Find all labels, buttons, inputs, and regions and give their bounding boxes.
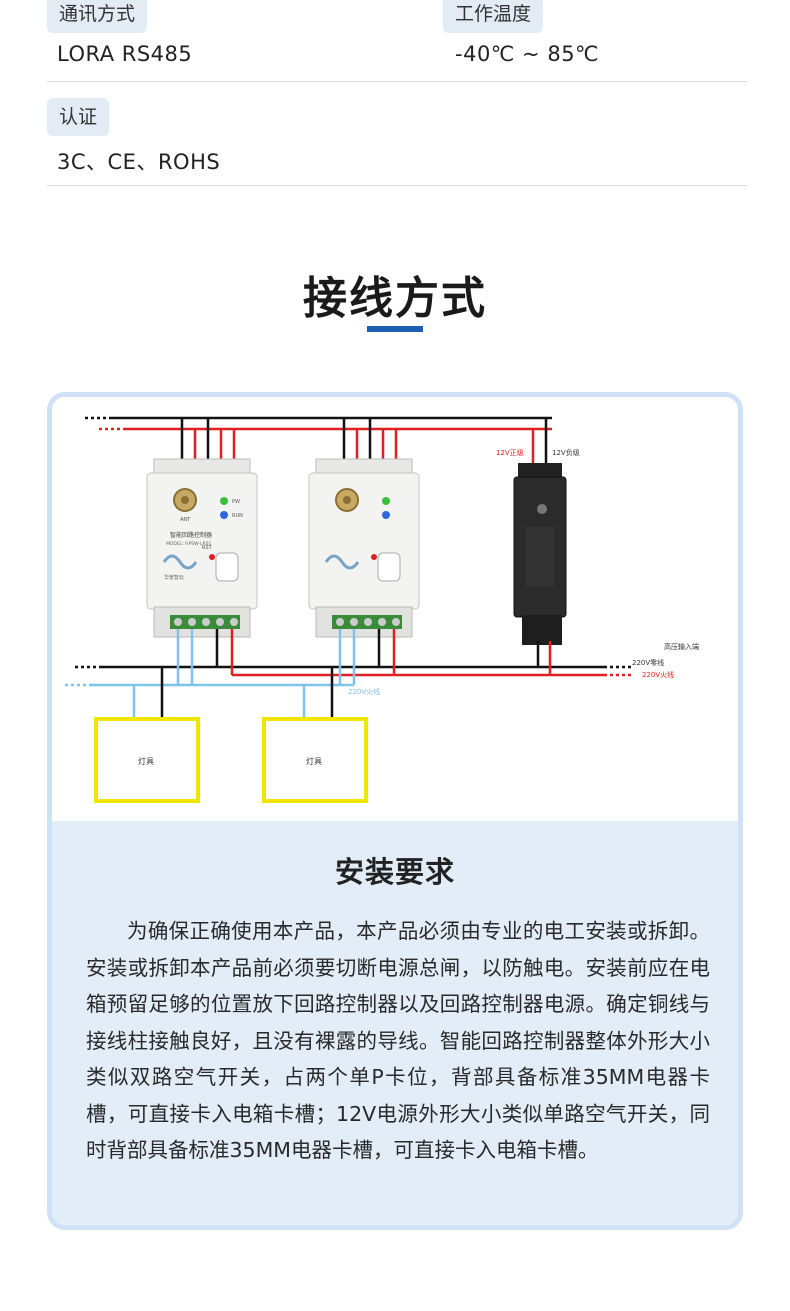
label-220-live-blue: 220V火线 — [348, 687, 380, 696]
power-supply-12v — [513, 463, 567, 645]
rst-label: RST — [202, 545, 213, 551]
lamp-2-label: 灯具 — [306, 756, 322, 766]
pw-led-icon — [220, 497, 228, 505]
device-name-label: 智能回路控制器 — [170, 531, 212, 539]
lamp-1-label: 灯具 — [138, 756, 154, 766]
spec-comm-label: 通讯方式 — [47, 0, 148, 33]
controller-device-2 — [308, 458, 420, 638]
spec-cert: 认证 — [47, 98, 110, 136]
pw-led-icon — [382, 497, 390, 505]
device-model-label: MODEL: HPSW-LR01 — [166, 541, 212, 547]
spec-comm: 通讯方式 — [47, 0, 148, 33]
lamp-1 — [94, 717, 200, 803]
requirements-title: 安装要求 — [334, 855, 455, 889]
spec-cert-label: 认证 — [47, 98, 110, 136]
spec-cert-value: 3C、CE、ROHS — [57, 150, 221, 174]
run-label: RUN — [232, 513, 243, 519]
pw-label: PW — [232, 499, 240, 505]
requirements-body: 为确保正确使用本产品，本产品必须由专业的电工安装或拆卸。安装或拆卸本产品前必须要… — [86, 919, 710, 1162]
spec-temp-label: 工作温度 — [443, 0, 544, 33]
spec-row-1: 通讯方式 LORA RS485 工作温度 -40℃ ~ 85℃ — [47, 0, 747, 82]
lamp-2 — [262, 717, 368, 803]
spec-temp: 工作温度 — [443, 0, 544, 33]
rst-button-icon — [215, 552, 239, 582]
spec-comm-value: LORA RS485 — [57, 42, 193, 66]
label-12v-neg: 12V负级 — [552, 448, 580, 457]
wiring-card: 12V正级 12V负级 ANT PW RUN 智能回路控制器 MODEL: HP… — [47, 392, 743, 1230]
label-220-live: 220V火线 — [642, 670, 674, 679]
label-12v-pos: 12V正级 — [496, 448, 524, 457]
section-title: 接线方式 — [303, 273, 487, 324]
label-220-zero: 220V零线 — [632, 658, 664, 667]
run-led-icon — [220, 511, 228, 519]
ant-label: ANT — [180, 517, 191, 523]
wiring-diagram: 12V正级 12V负级 ANT PW RUN 智能回路控制器 MODEL: HP… — [52, 397, 738, 821]
requirements-panel: 安装要求 为确保正确使用本产品，本产品必须由专业的电工安装或拆卸。安装或拆卸本产… — [52, 821, 738, 1225]
title-underline — [367, 326, 423, 332]
rst-button-icon — [377, 552, 401, 582]
wiring-diagram-svg: 12V正级 12V负级 ANT PW RUN 智能回路控制器 MODEL: HP… — [62, 416, 699, 803]
spec-row-2: 认证 3C、CE、ROHS — [47, 98, 747, 186]
controller-device-1: ANT PW RUN 智能回路控制器 MODEL: HPSW-LR01 华普智云… — [146, 458, 258, 638]
brand-label: 华普智云 — [164, 574, 184, 581]
spec-temp-value: -40℃ ~ 85℃ — [455, 42, 600, 66]
brand-logo-icon — [162, 554, 198, 570]
run-led-icon — [382, 511, 390, 519]
brand-logo-icon — [324, 554, 360, 570]
label-hv-input: 高压输入端 — [664, 642, 699, 651]
